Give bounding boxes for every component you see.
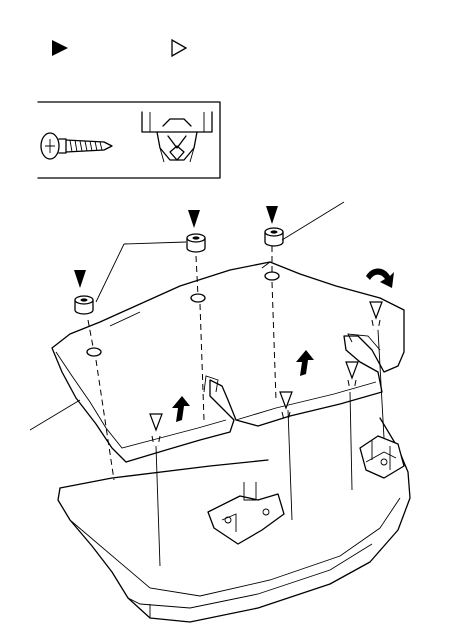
lift-arrow-rear [296, 350, 314, 376]
rear-right-bracket [359, 435, 405, 479]
filled-triangle-marker [52, 40, 68, 56]
filled-marker-right [266, 206, 278, 224]
screw-middle [186, 233, 206, 253]
front-center-bracket [207, 482, 285, 545]
motion-arrows [172, 268, 394, 422]
guide-lines [87, 246, 385, 567]
cover-panel [51, 261, 405, 463]
screw-holes [86, 271, 280, 357]
legend-frame [37, 101, 221, 179]
screw-left [74, 295, 94, 315]
screws [74, 227, 284, 315]
rotate-arrow [366, 268, 394, 288]
screw-markers [74, 206, 278, 288]
callout-lines [29, 201, 345, 431]
lower-shell [57, 417, 411, 623]
lift-arrow-front [172, 396, 190, 422]
clip-front-left [149, 413, 163, 447]
push-clip-icon [141, 111, 213, 163]
clip-front-center [279, 391, 293, 421]
legend [37, 38, 221, 179]
open-triangle-marker [171, 38, 188, 58]
screw-right [264, 227, 284, 247]
clip-rear-right [369, 301, 383, 331]
tapping-screw-icon [40, 132, 113, 160]
clip-markers [149, 301, 383, 447]
filled-marker-left [74, 270, 86, 288]
clip-rear-center [345, 361, 359, 391]
filled-marker-middle [188, 210, 200, 228]
